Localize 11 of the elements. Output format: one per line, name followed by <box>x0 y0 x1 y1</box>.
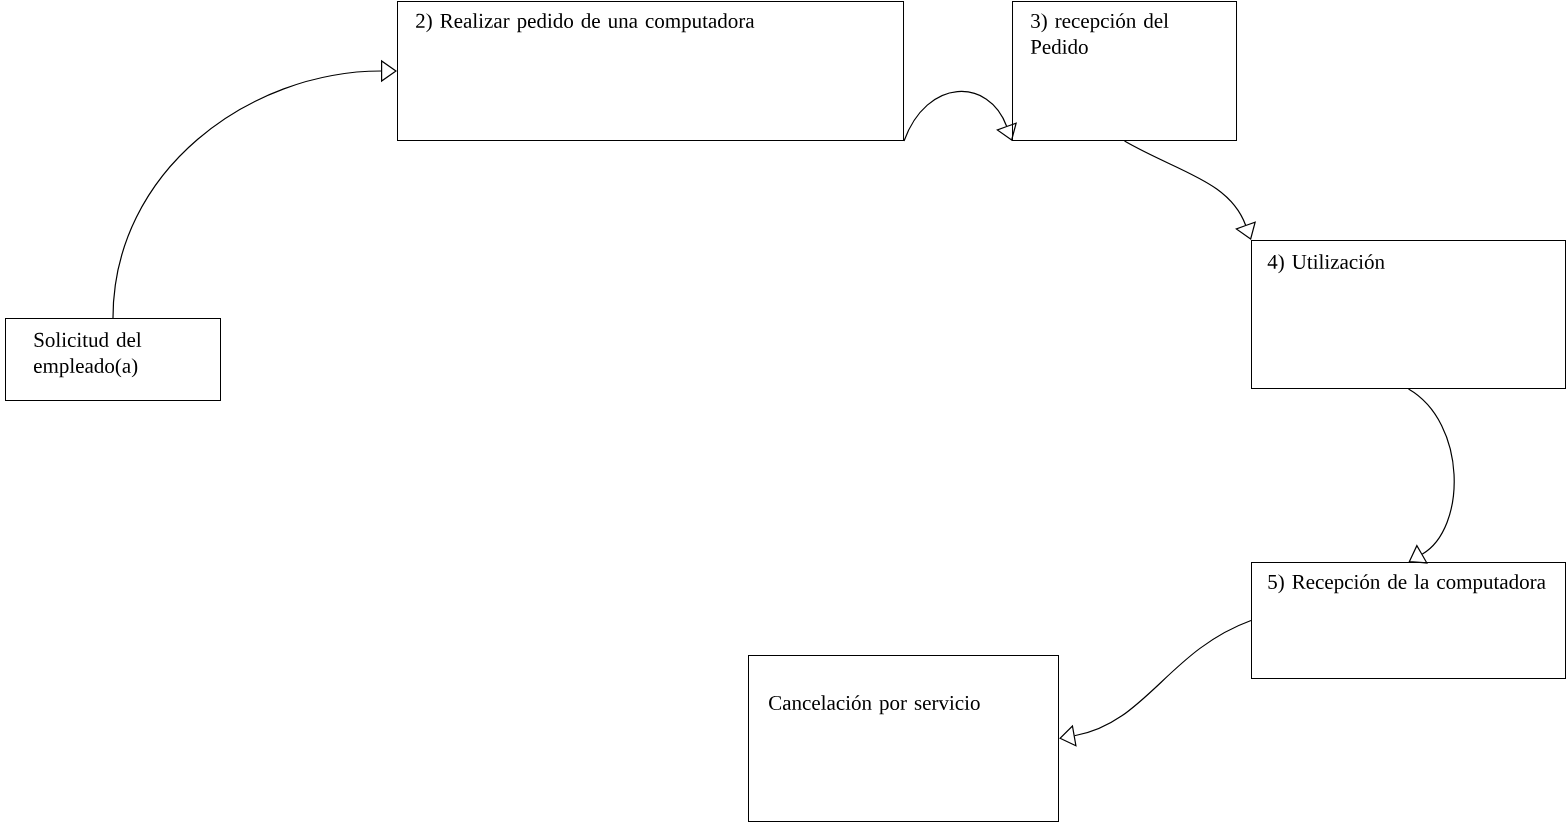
process-box: Cancelación por servicio <box>748 655 1059 822</box>
process-box: 5) Recepción de la computadora <box>1251 562 1566 679</box>
curved-arrow <box>1407 388 1455 564</box>
curved-arrow <box>112 59 397 319</box>
curved-arrow <box>1059 619 1252 747</box>
curved-arrow <box>1123 140 1256 240</box>
process-box: 3) recepción del Pedido <box>1012 1 1237 141</box>
process-box: Solicitud del empleado(a) <box>5 318 221 401</box>
process-box: 4) Utilización <box>1251 240 1566 389</box>
curved-arrow <box>903 91 1017 142</box>
process-box: 2) Realizar pedido de una computadora <box>397 1 904 141</box>
